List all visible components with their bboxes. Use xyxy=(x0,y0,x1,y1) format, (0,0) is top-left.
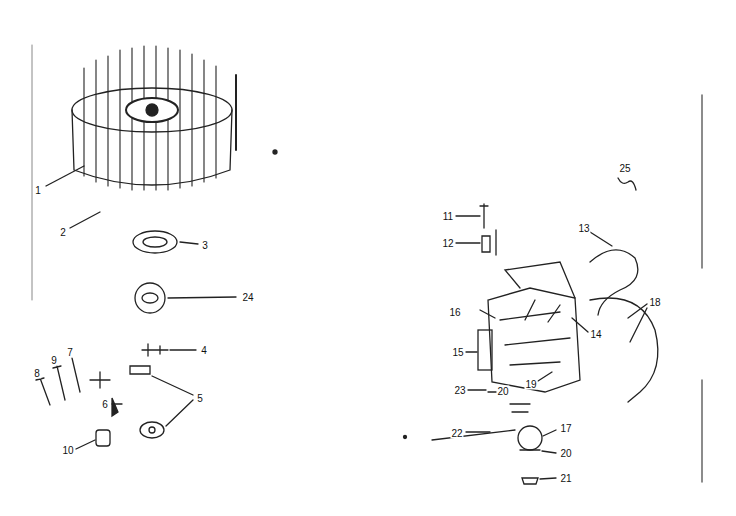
callout-number: 3 xyxy=(201,240,209,251)
callout-number: 21 xyxy=(559,473,572,484)
callout-number: 9 xyxy=(50,355,58,366)
callout-number: 14 xyxy=(589,329,602,340)
callout-number: 11 xyxy=(442,211,454,222)
callout-number: 5 xyxy=(196,393,204,404)
callout-number: 17 xyxy=(559,423,572,434)
callout-number: 25 xyxy=(618,163,631,174)
callout-number: 12 xyxy=(441,238,454,249)
callout-number: 20 xyxy=(559,448,572,459)
callout-number: 22 xyxy=(450,428,463,439)
callout-number: 2 xyxy=(59,227,67,238)
callout-number: 8 xyxy=(33,368,41,379)
callout-number: 19 xyxy=(524,379,537,390)
callout-number: 15 xyxy=(451,347,464,358)
callout-number: 4 xyxy=(200,345,208,356)
callout-number: 13 xyxy=(577,223,590,234)
callout-number: 24 xyxy=(241,292,254,303)
callout-number: 18 xyxy=(648,297,661,308)
callout-number: 23 xyxy=(453,385,466,396)
callout-number: 1 xyxy=(34,185,42,196)
callout-number: 7 xyxy=(66,347,74,358)
callout-number: 6 xyxy=(101,399,109,410)
callout-number: 20 xyxy=(496,386,509,397)
callout-number: 16 xyxy=(448,307,461,318)
callout-number: 10 xyxy=(61,445,74,456)
